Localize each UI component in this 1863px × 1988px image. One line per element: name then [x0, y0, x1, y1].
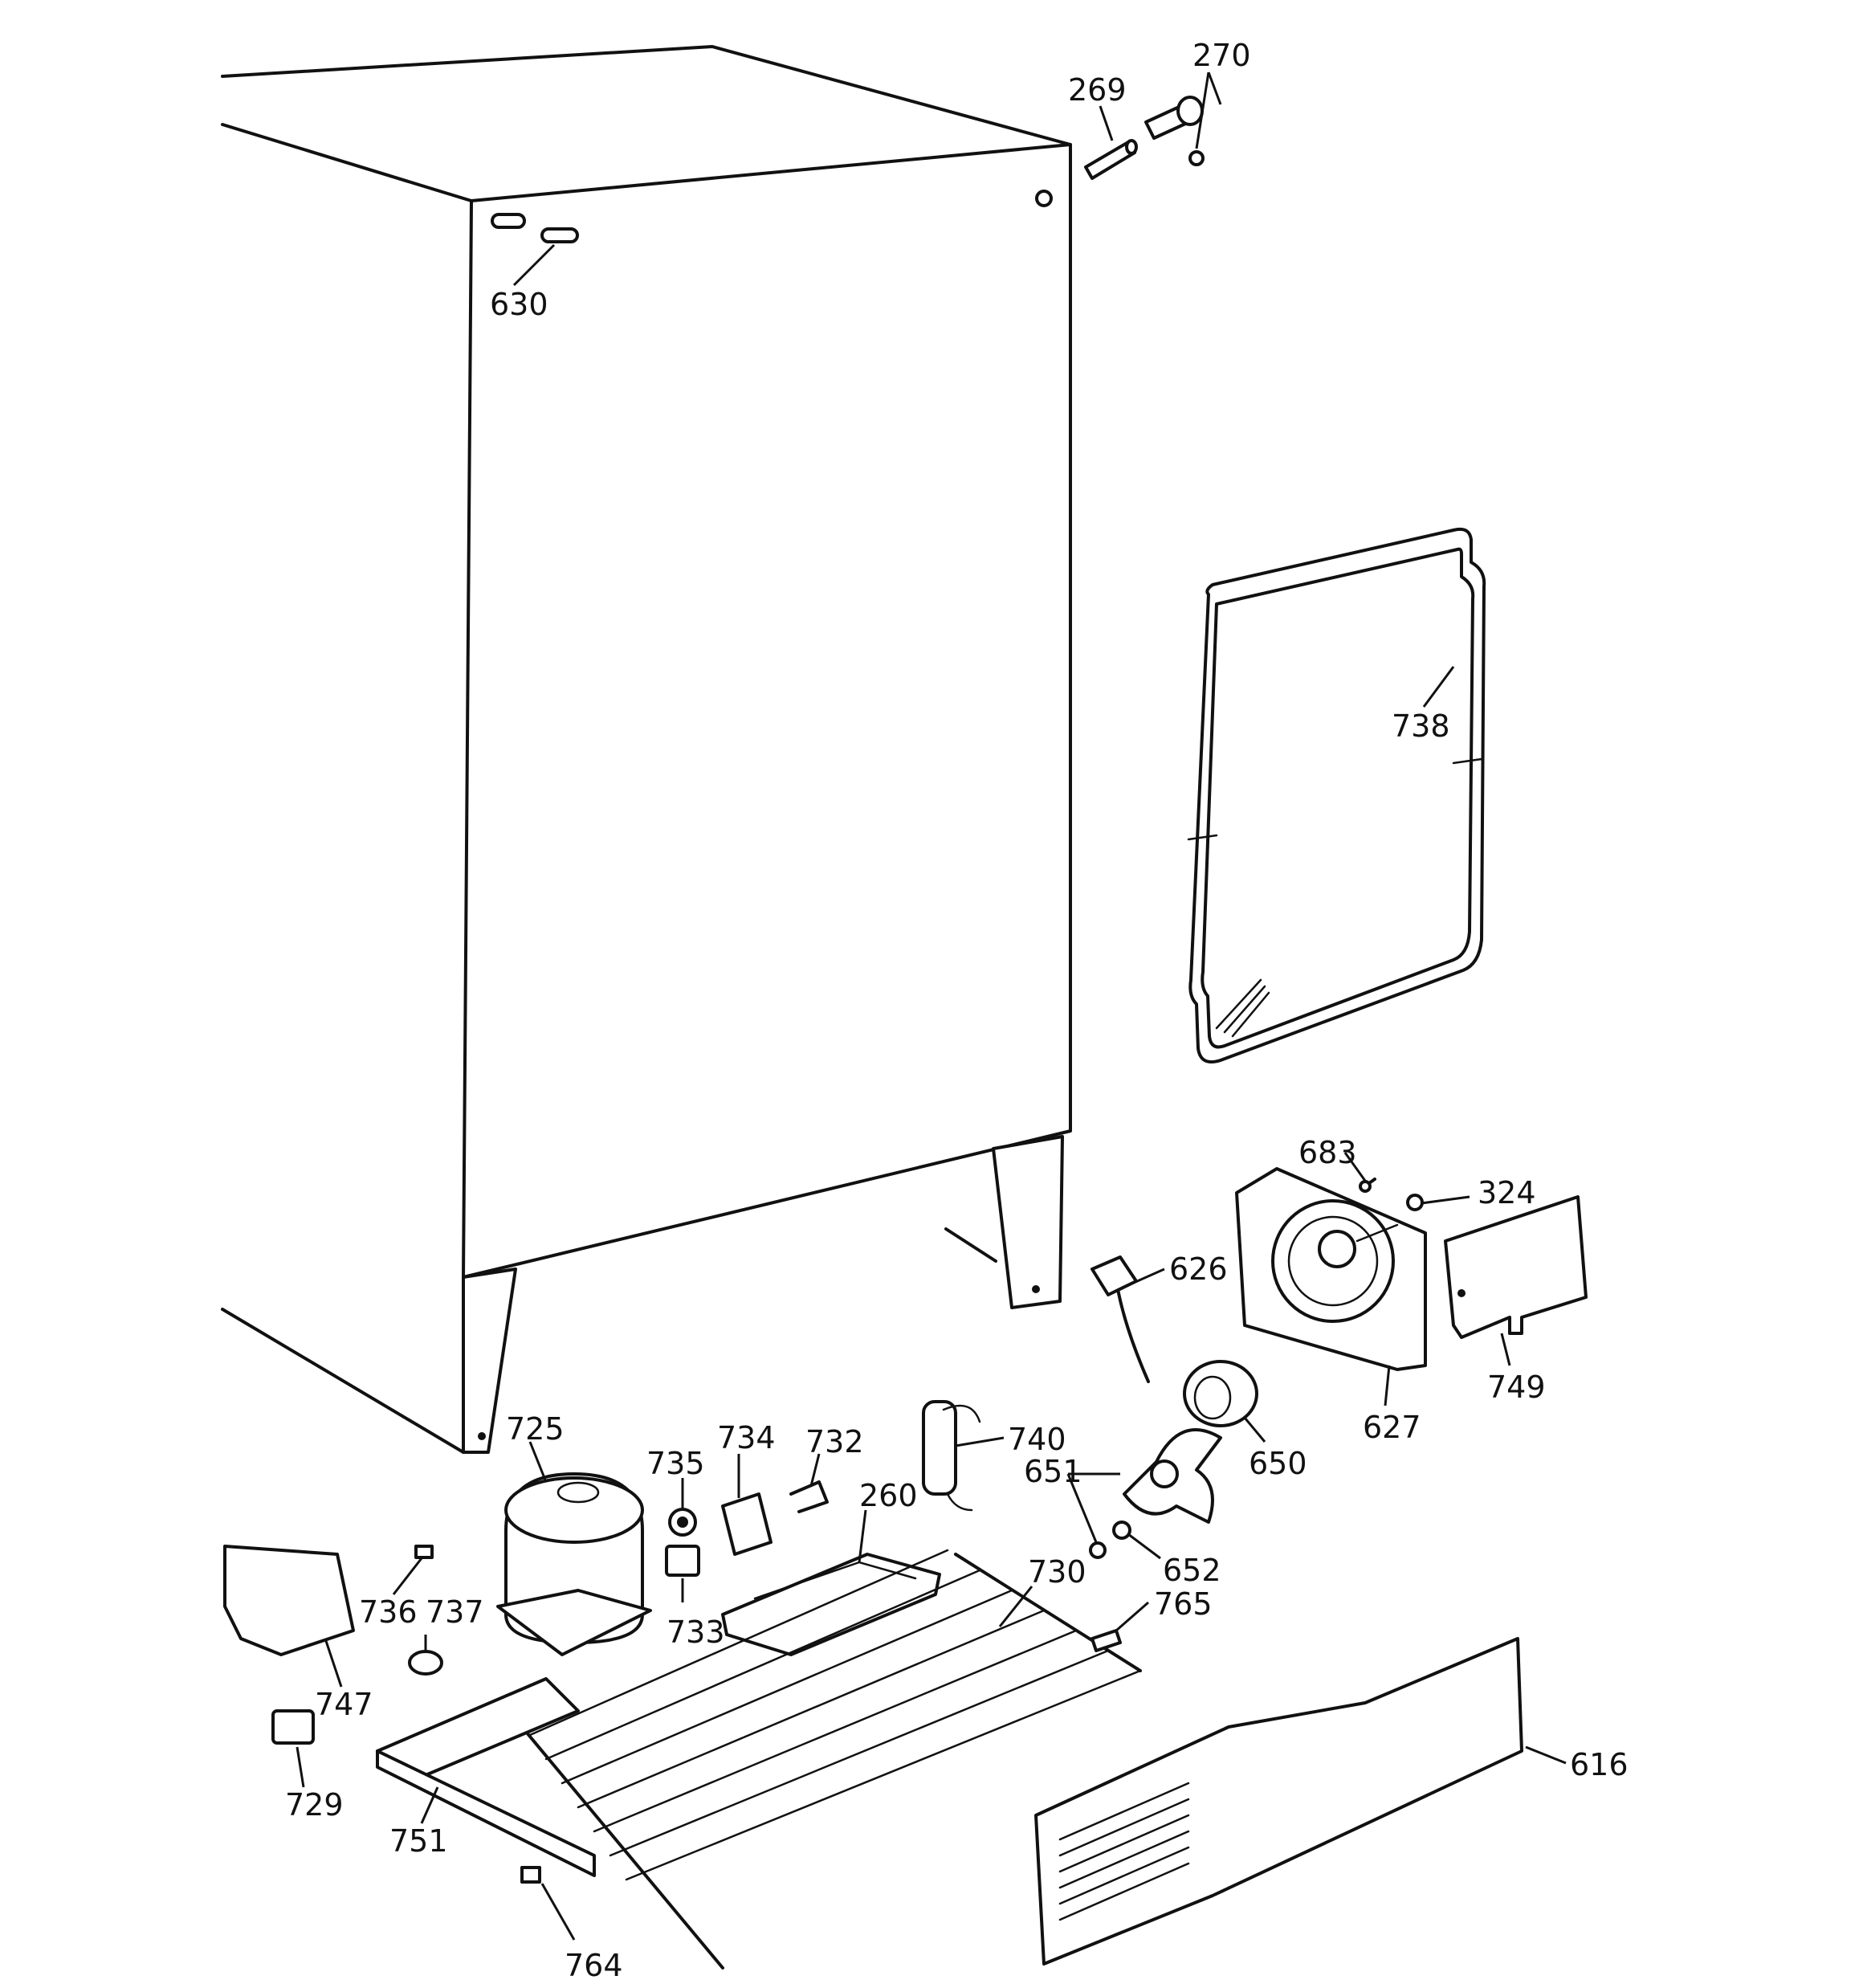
label-737: 737: [426, 1594, 484, 1630]
part-765-clip: [1090, 1629, 1122, 1652]
label-749: 749: [1487, 1370, 1546, 1405]
part-749-cover: [1444, 1195, 1588, 1339]
label-765: 765: [1154, 1586, 1213, 1622]
label-627: 627: [1363, 1410, 1421, 1445]
part-651-fan-blade: [1089, 1428, 1222, 1559]
label-269: 269: [1068, 72, 1127, 108]
part-626-power-cord: [1090, 1255, 1150, 1383]
label-732: 732: [805, 1424, 864, 1459]
part-270-clamp: [1144, 96, 1205, 166]
label-725: 725: [506, 1411, 565, 1447]
part-737-grommet: [408, 1650, 443, 1676]
part-764-clip: [520, 1866, 541, 1884]
part-730-condenser: [520, 1549, 1142, 1970]
label-616: 616: [1570, 1747, 1629, 1782]
part-650-motor: [1183, 1360, 1258, 1427]
part-616-grille: [1034, 1637, 1523, 1966]
label-270: 270: [1192, 38, 1251, 73]
part-324-screw: [1406, 1194, 1424, 1211]
label-651: 651: [1024, 1454, 1082, 1489]
part-732-clip: [789, 1480, 829, 1513]
label-734: 734: [717, 1420, 776, 1455]
label-738: 738: [1392, 708, 1450, 744]
label-650: 650: [1249, 1446, 1307, 1481]
part-labels: 269 270 630 738 683 324 626 749 627 650 …: [285, 38, 1629, 1983]
part-269-tube: [1084, 139, 1138, 180]
label-740: 740: [1008, 1422, 1066, 1457]
part-729-relay: [271, 1709, 315, 1745]
label-764: 764: [565, 1948, 623, 1983]
label-733: 733: [667, 1614, 725, 1650]
label-736: 736: [359, 1594, 418, 1630]
label-751: 751: [389, 1823, 448, 1859]
part-260-drain-pan: [721, 1553, 941, 1656]
part-652-washer: [1112, 1521, 1131, 1540]
label-626: 626: [1169, 1251, 1228, 1287]
part-751-tray: [376, 1677, 596, 1877]
part-627-fan-bracket: [1235, 1167, 1427, 1371]
label-324: 324: [1478, 1175, 1536, 1210]
part-734-overload: [721, 1492, 773, 1556]
part-630-slots: [491, 213, 579, 243]
label-652: 652: [1163, 1553, 1221, 1588]
part-725-compressor: [496, 1472, 652, 1656]
part-733-relay: [665, 1545, 700, 1577]
part-736-clip: [414, 1545, 434, 1559]
label-683: 683: [1298, 1135, 1357, 1170]
label-729: 729: [285, 1787, 344, 1823]
part-735-grommet: [668, 1508, 697, 1537]
part-738-gasket: [1187, 527, 1486, 1064]
label-730: 730: [1028, 1554, 1086, 1590]
part-747-cover: [223, 1545, 355, 1656]
label-630: 630: [490, 287, 548, 322]
label-260: 260: [859, 1478, 918, 1513]
label-747: 747: [315, 1687, 373, 1722]
part-740-filter: [922, 1400, 981, 1512]
part-683-screw: [1359, 1178, 1376, 1193]
label-735: 735: [646, 1446, 705, 1481]
cabinet: [221, 45, 1072, 1454]
leader-lines: [296, 71, 1567, 1941]
